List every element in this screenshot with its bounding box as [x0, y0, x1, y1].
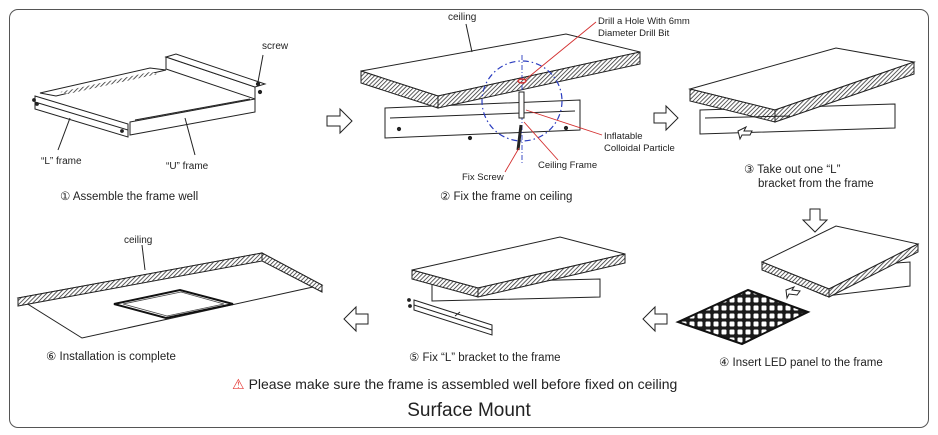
- u-frame-label: “U” frame: [166, 161, 209, 172]
- step4-drawing: [675, 225, 920, 346]
- step4-caption: ④ Insert LED panel to the frame: [719, 357, 883, 369]
- arrow-left-1: [642, 305, 668, 333]
- ceiling-label-step6: ceiling: [124, 235, 153, 246]
- step1-caption: ① Assemble the frame well: [60, 191, 199, 203]
- screw-label: screw: [262, 41, 289, 52]
- ceiling-label-step2: ceiling: [448, 12, 477, 23]
- step6-drawing: [16, 244, 324, 339]
- warning-icon: ⚠: [232, 376, 245, 392]
- step3-drawing: [688, 47, 916, 141]
- step1-frame-drawing: [32, 53, 267, 156]
- step2-drawing: [360, 21, 641, 173]
- step2-caption: ② Fix the frame on ceiling: [440, 191, 573, 203]
- drill-label-line2: Diameter Drill Bit: [598, 28, 670, 39]
- step5-drawing: [407, 236, 626, 336]
- drill-label-line1: Drill a Hole With 6mm: [598, 16, 690, 27]
- particle-label-line2: Colloidal Particle: [604, 143, 675, 154]
- arrow-right-2: [653, 104, 679, 132]
- arrow-left-2: [343, 305, 369, 333]
- diagram-border: [9, 9, 929, 428]
- arrow-right-1: [326, 107, 353, 135]
- warning-note: ⚠Please make sure the frame is assembled…: [232, 376, 677, 393]
- step3-caption-line1: ③ Take out one “L”: [744, 164, 841, 176]
- step3-caption-line2: bracket from the frame: [758, 178, 874, 190]
- l-frame-label: “L” frame: [41, 156, 82, 167]
- fix-screw-label: Fix Screw: [462, 172, 504, 183]
- step6-caption: ⑥ Installation is complete: [46, 351, 176, 363]
- arrow-down: [801, 208, 829, 233]
- warning-text: Please make sure the frame is assembled …: [248, 376, 678, 392]
- ceiling-frame-label: Ceiling Frame: [538, 160, 598, 171]
- page-title: Surface Mount: [407, 400, 531, 421]
- step5-caption: ⑤ Fix “L” bracket to the frame: [409, 352, 561, 364]
- particle-label-line1: Inflatable: [604, 131, 643, 142]
